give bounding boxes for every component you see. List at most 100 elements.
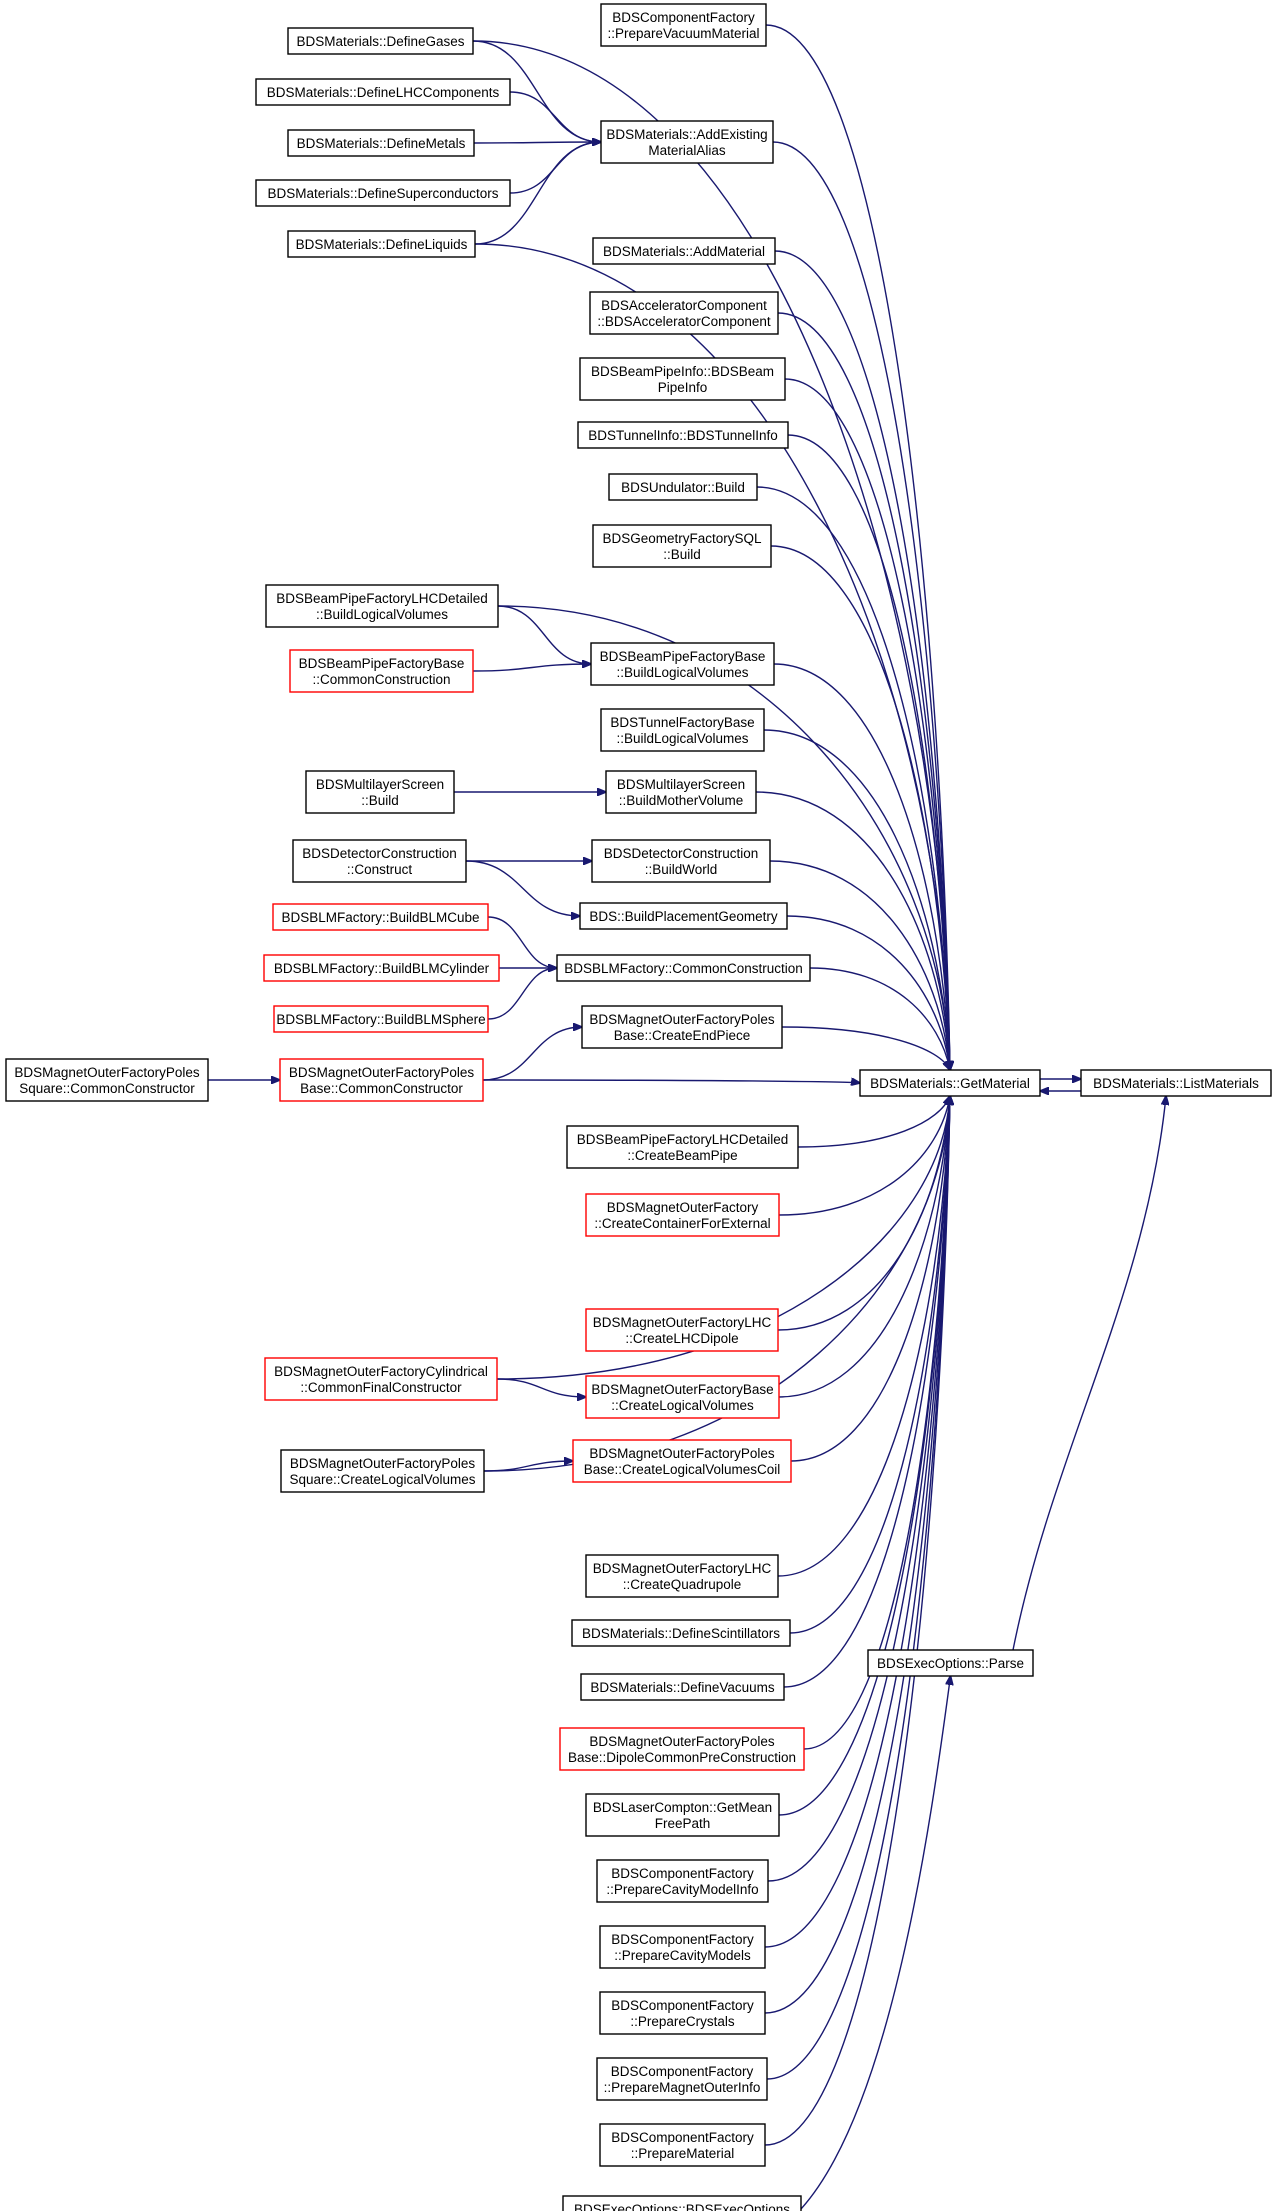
edge-tunnel-info-to-get-material bbox=[787, 434, 950, 1070]
node-box bbox=[581, 1005, 783, 1049]
node-undulator-build[interactable]: BDSUndulator::Build bbox=[608, 473, 758, 501]
node-mof-poles-sq-cc[interactable]: BDSMagnetOuterFactoryPolesSquare::Common… bbox=[5, 1058, 209, 1102]
node-list-materials[interactable]: BDSMaterials::ListMaterials bbox=[1080, 1069, 1272, 1097]
node-cf-crystals[interactable]: BDSComponentFactory::PrepareCrystals bbox=[599, 1991, 766, 2035]
node-mof-poles-sq-clv[interactable]: BDSMagnetOuterFactoryPolesSquare::Create… bbox=[280, 1449, 485, 1493]
node-mof-poles-clvc[interactable]: BDSMagnetOuterFactoryPolesBase::CreateLo… bbox=[572, 1439, 792, 1483]
node-label: BDSMaterials::DefineMetals bbox=[297, 136, 466, 151]
node-mof-poles-dipole[interactable]: BDSMagnetOuterFactoryPolesBase::DipoleCo… bbox=[559, 1727, 805, 1771]
node-mof-lhc-dipole[interactable]: BDSMagnetOuterFactoryLHC::CreateLHCDipol… bbox=[585, 1308, 779, 1352]
node-label: ::BuildLogicalVolumes bbox=[616, 665, 748, 680]
node-label: ::BuildLogicalVolumes bbox=[316, 607, 448, 622]
node-ml-screen-build[interactable]: BDSMultilayerScreen::Build bbox=[305, 770, 455, 814]
node-define-lhc[interactable]: BDSMaterials::DefineLHCComponents bbox=[255, 78, 511, 106]
node-cf-material[interactable]: BDSComponentFactory::PrepareMaterial bbox=[599, 2123, 766, 2167]
edge-det-construct-to-build-placement bbox=[465, 860, 580, 916]
node-box bbox=[287, 129, 475, 157]
node-label: BDSMagnetOuterFactoryPoles bbox=[589, 1012, 775, 1027]
node-blm-cyl[interactable]: BDSBLMFactory::BuildBLMCylinder bbox=[263, 954, 500, 982]
node-define-vacuums[interactable]: BDSMaterials::DefineVacuums bbox=[580, 1673, 785, 1701]
node-box bbox=[585, 1193, 780, 1237]
node-exec-ctor[interactable]: BDSExecOptions::BDSExecOptions bbox=[562, 2195, 802, 2211]
node-label: BDSGeometryFactorySQL bbox=[602, 531, 762, 546]
node-bp-base-cc[interactable]: BDSBeamPipeFactoryBase::CommonConstructi… bbox=[289, 649, 474, 693]
node-geom-sql-build[interactable]: BDSGeometryFactorySQL::Build bbox=[592, 524, 772, 568]
node-define-super[interactable]: BDSMaterials::DefineSuperconductors bbox=[255, 179, 511, 207]
node-bp-base-blv[interactable]: BDSBeamPipeFactoryBase::BuildLogicalVolu… bbox=[590, 642, 775, 686]
node-mof-container[interactable]: BDSMagnetOuterFactory::CreateContainerFo… bbox=[585, 1193, 780, 1237]
edge-acc-component-to-get-material bbox=[777, 312, 950, 1070]
node-blm-cc[interactable]: BDSBLMFactory::CommonConstruction bbox=[556, 954, 811, 982]
node-label: ::BuildWorld bbox=[645, 862, 718, 877]
node-define-liquids[interactable]: BDSMaterials::DefineLiquids bbox=[287, 230, 476, 258]
node-bp-lhcdet-blv[interactable]: BDSBeamPipeFactoryLHCDetailed::BuildLogi… bbox=[265, 584, 499, 628]
node-build-placement[interactable]: BDS::BuildPlacementGeometry bbox=[579, 902, 788, 930]
node-box bbox=[272, 903, 489, 931]
node-label: BDSMagnetOuterFactoryCylindrical bbox=[274, 1364, 488, 1379]
node-box bbox=[280, 1449, 485, 1493]
edge-bp-base-cc-to-bp-base-blv bbox=[472, 664, 591, 672]
edge-mof-poles-base-cc-to-mof-poles-endpiece bbox=[482, 1027, 582, 1081]
node-define-metals[interactable]: BDSMaterials::DefineMetals bbox=[287, 129, 475, 157]
node-label: BDSComponentFactory bbox=[611, 1998, 754, 2013]
node-label: ::PrepareVacuumMaterial bbox=[607, 26, 759, 41]
node-label: BDSMagnetOuterFactoryLHC bbox=[593, 1561, 772, 1576]
node-cf-cavity-info[interactable]: BDSComponentFactory::PrepareCavityModelI… bbox=[596, 1859, 769, 1903]
node-add-material[interactable]: BDSMaterials::AddMaterial bbox=[592, 237, 776, 265]
node-beampipe-info[interactable]: BDSBeamPipeInfo::BDSBeamPipeInfo bbox=[579, 357, 786, 401]
node-box bbox=[255, 78, 511, 106]
node-tunnel-base-blv[interactable]: BDSTunnelFactoryBase::BuildLogicalVolume… bbox=[600, 708, 765, 752]
node-box bbox=[577, 421, 789, 449]
node-det-construct[interactable]: BDSDetectorConstruction::Construct bbox=[292, 839, 467, 883]
node-label: BDSMaterials::DefineVacuums bbox=[590, 1680, 775, 1695]
node-label: BDSDetectorConstruction bbox=[604, 846, 759, 861]
node-mof-poles-endpiece[interactable]: BDSMagnetOuterFactoryPolesBase::CreateEn… bbox=[581, 1005, 783, 1049]
node-prepare-vacuum[interactable]: BDSComponentFactory::PrepareVacuumMateri… bbox=[600, 3, 767, 47]
node-label: BDSMaterials::DefineGases bbox=[296, 34, 464, 49]
node-mof-base-clv[interactable]: BDSMagnetOuterFactoryBase::CreateLogical… bbox=[585, 1375, 780, 1419]
node-box bbox=[556, 954, 811, 982]
node-cf-magnet-outer[interactable]: BDSComponentFactory::PrepareMagnetOuterI… bbox=[596, 2057, 768, 2101]
node-label: BDSBeamPipeFactoryLHCDetailed bbox=[276, 591, 488, 606]
edge-define-scint-to-get-material bbox=[789, 1096, 950, 1634]
node-box bbox=[571, 1619, 791, 1647]
node-tunnel-info[interactable]: BDSTunnelInfo::BDSTunnelInfo bbox=[577, 421, 789, 449]
edge-tunnel-base-blv-to-get-material bbox=[763, 729, 950, 1070]
edge-exec-parse-to-list-materials bbox=[1012, 1096, 1166, 1651]
node-label: BDSComponentFactory bbox=[611, 1932, 754, 1947]
node-box bbox=[608, 473, 758, 501]
node-box bbox=[605, 770, 757, 814]
node-label: BDSMagnetOuterFactoryPoles bbox=[290, 1456, 476, 1471]
node-box bbox=[600, 3, 767, 47]
node-label: ::PrepareCavityModels bbox=[614, 1948, 751, 1963]
node-mof-poles-base-cc[interactable]: BDSMagnetOuterFactoryPolesBase::CommonCo… bbox=[279, 1058, 484, 1102]
node-label: ::CreateLHCDipole bbox=[625, 1331, 738, 1346]
node-ml-screen-bmv[interactable]: BDSMultilayerScreen::BuildMotherVolume bbox=[605, 770, 757, 814]
node-blm-sphere[interactable]: BDSBLMFactory::BuildBLMSphere bbox=[273, 1005, 489, 1033]
edge-add-alias-to-get-material bbox=[772, 141, 950, 1070]
node-label: BDSMultilayerScreen bbox=[316, 777, 444, 792]
node-box bbox=[559, 1727, 805, 1771]
node-mof-cyl-cfc[interactable]: BDSMagnetOuterFactoryCylindrical::Common… bbox=[264, 1357, 498, 1401]
node-exec-parse[interactable]: BDSExecOptions::Parse bbox=[867, 1649, 1034, 1677]
node-label: ::BuildLogicalVolumes bbox=[616, 731, 748, 746]
node-mof-lhc-quad[interactable]: BDSMagnetOuterFactoryLHC::CreateQuadrupo… bbox=[585, 1554, 779, 1598]
node-define-scint[interactable]: BDSMaterials::DefineScintillators bbox=[571, 1619, 791, 1647]
node-label: ::CreateBeamPipe bbox=[627, 1148, 737, 1163]
node-label: ::Construct bbox=[347, 862, 413, 877]
node-get-material[interactable]: BDSMaterials::GetMaterial bbox=[859, 1069, 1041, 1097]
node-cf-cavity-models[interactable]: BDSComponentFactory::PrepareCavityModels bbox=[599, 1925, 766, 1969]
edge-define-liquids-to-add-alias bbox=[474, 142, 601, 245]
edge-bp-lhcdet-cbp-to-get-material bbox=[797, 1096, 950, 1148]
node-acc-component[interactable]: BDSAcceleratorComponent::BDSAcceleratorC… bbox=[589, 291, 779, 335]
node-det-buildworld[interactable]: BDSDetectorConstruction::BuildWorld bbox=[591, 839, 771, 883]
edge-bp-lhcdet-blv-to-get-material bbox=[497, 605, 950, 1070]
node-box bbox=[590, 642, 775, 686]
node-blm-cube[interactable]: BDSBLMFactory::BuildBLMCube bbox=[272, 903, 489, 931]
node-define-gases[interactable]: BDSMaterials::DefineGases bbox=[287, 27, 474, 55]
node-bp-lhcdet-cbp[interactable]: BDSBeamPipeFactoryLHCDetailed::CreateBea… bbox=[566, 1125, 799, 1169]
node-label: ::BDSAcceleratorComponent bbox=[597, 314, 771, 329]
